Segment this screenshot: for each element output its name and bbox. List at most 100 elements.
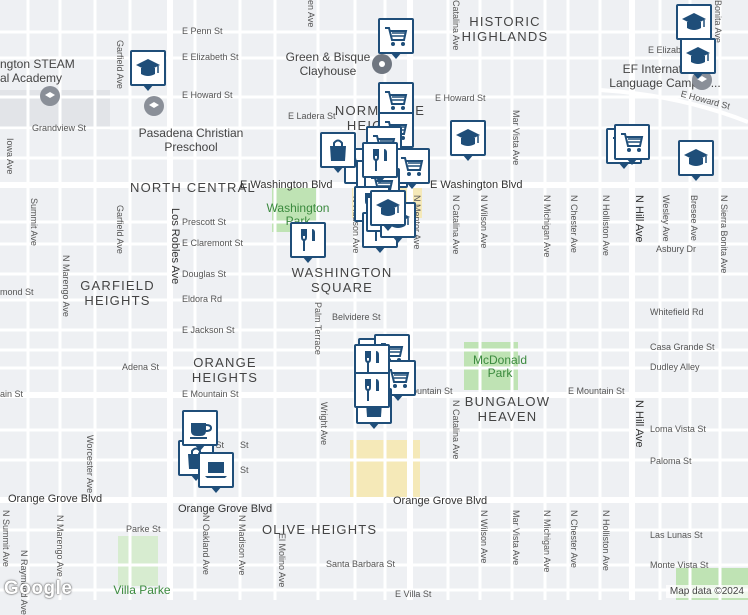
- street-label: Douglas St: [182, 269, 227, 279]
- street-label: Bresee Ave: [689, 195, 699, 241]
- place-dot-icon[interactable]: [372, 54, 392, 74]
- street-label: Whitefield Rd: [650, 307, 704, 317]
- street-label: N Catalina Ave: [451, 195, 461, 255]
- neighborhood-olive-heights: OLIVE HEIGHTS: [262, 522, 378, 537]
- street-label: E Howard St: [182, 90, 233, 100]
- street-label: E Claremont St: [182, 238, 244, 248]
- street-label: Catalina Ave: [451, 0, 461, 51]
- restaurant-icon: [365, 379, 379, 401]
- street-label: mond St: [0, 287, 34, 297]
- cart-icon: [387, 369, 410, 388]
- laptop-icon: [205, 462, 227, 478]
- map-marker[interactable]: [354, 372, 390, 413]
- street-label: ain St: [0, 389, 24, 399]
- street-label: N Wilson Ave: [479, 510, 489, 564]
- street-label: Eldora Rd: [182, 294, 223, 304]
- restaurant-icon: [301, 229, 315, 251]
- street-label: N Chester Ave: [569, 195, 579, 253]
- map-marker[interactable]: [130, 50, 166, 91]
- shopping-bag-icon: [330, 139, 346, 161]
- restaurant-icon: [365, 351, 379, 373]
- map-marker[interactable]: [320, 132, 356, 173]
- street-label: E Elizabeth St: [648, 45, 705, 55]
- map-marker[interactable]: [182, 410, 218, 451]
- map-marker[interactable]: [394, 148, 430, 189]
- street-label: Worcester Ave: [85, 435, 95, 494]
- street-label: Palm Terrace: [313, 302, 323, 355]
- street-label: Adena St: [122, 362, 160, 372]
- street-label: E Ladera St: [288, 111, 336, 121]
- street-label: E Mountain St: [568, 386, 625, 396]
- street-label: Orange Grove Blvd: [393, 495, 488, 507]
- cart-icon: [621, 133, 644, 152]
- street-label: Santa Barbara St: [326, 559, 396, 569]
- street-label: N Michigan Ave: [542, 195, 552, 258]
- street-label: E Elizabeth St: [182, 52, 239, 62]
- map-canvas[interactable]: [0, 0, 748, 600]
- map-marker[interactable]: [450, 120, 486, 161]
- street-label: N Hill Ave: [633, 195, 645, 243]
- street-label: Bonita Ave: [713, 0, 723, 43]
- street-label: Summit Ave: [29, 198, 39, 246]
- school-dot-icon[interactable]: [144, 96, 164, 116]
- school-icon: [376, 199, 400, 216]
- street-label: Paloma St: [650, 456, 692, 466]
- street-label: Dudley Alley: [650, 362, 700, 372]
- map-marker[interactable]: [370, 190, 406, 231]
- school-dot-icon[interactable]: [40, 86, 60, 106]
- cart-icon: [401, 157, 424, 176]
- street-label: N Chester Ave: [569, 510, 579, 568]
- street-label: N Marengo Ave: [61, 255, 71, 317]
- restaurant-icon: [373, 149, 387, 171]
- street-label: N Wilson Ave: [479, 195, 489, 249]
- street-label: Garfield Ave: [115, 205, 125, 254]
- map-marker[interactable]: [614, 124, 650, 165]
- street-label: Loma Vista St: [650, 424, 706, 434]
- map-marker[interactable]: [290, 222, 326, 263]
- street-label: en Ave: [306, 0, 316, 28]
- map-marker[interactable]: [198, 452, 234, 493]
- street-label: Orange Grove Blvd: [178, 503, 273, 515]
- street-label: E Howard St: [435, 93, 486, 103]
- map-marker[interactable]: [678, 140, 714, 181]
- street-label: Garfield Ave: [115, 40, 125, 89]
- street-label: Iowa Ave: [5, 138, 15, 175]
- place-villa-parke[interactable]: Villa Parke: [113, 583, 171, 597]
- school-icon: [682, 13, 706, 30]
- google-logo: Google: [4, 578, 73, 599]
- street-label: N Catalina Ave: [451, 400, 461, 460]
- street-label: E Villa St: [395, 589, 432, 599]
- map-marker[interactable]: [676, 4, 712, 45]
- map-marker[interactable]: [680, 38, 716, 79]
- street-label: N Madison Ave: [237, 515, 247, 576]
- map-marker[interactable]: [378, 18, 414, 59]
- school-icon: [456, 129, 480, 146]
- map-marker[interactable]: [362, 142, 398, 183]
- street-label: St: [240, 440, 249, 450]
- street-label: N Sierra Bonita Ave: [719, 195, 729, 274]
- cart-icon: [385, 91, 408, 110]
- street-label: Casa Grande St: [650, 342, 715, 352]
- street-label: St: [240, 465, 249, 475]
- map-attribution: Map data ©2024: [665, 585, 748, 598]
- street-label: Prescott St: [182, 217, 227, 227]
- street-label: E Mountain St: [182, 389, 239, 399]
- street-label: N Michigan Ave: [542, 510, 552, 573]
- street-label: N Holliston Ave: [601, 510, 611, 571]
- coffee-icon: [190, 423, 213, 439]
- street-label: Las Lunas St: [650, 530, 703, 540]
- street-label: Grandview St: [32, 123, 87, 133]
- street-label: E Washington Blvd: [430, 179, 523, 191]
- neighborhood-north-central: NORTH CENTRAL: [130, 180, 256, 195]
- villa-parke-area: [118, 536, 158, 586]
- street-label: Wright Ave: [319, 402, 329, 446]
- street-label: Belvidere St: [332, 312, 381, 322]
